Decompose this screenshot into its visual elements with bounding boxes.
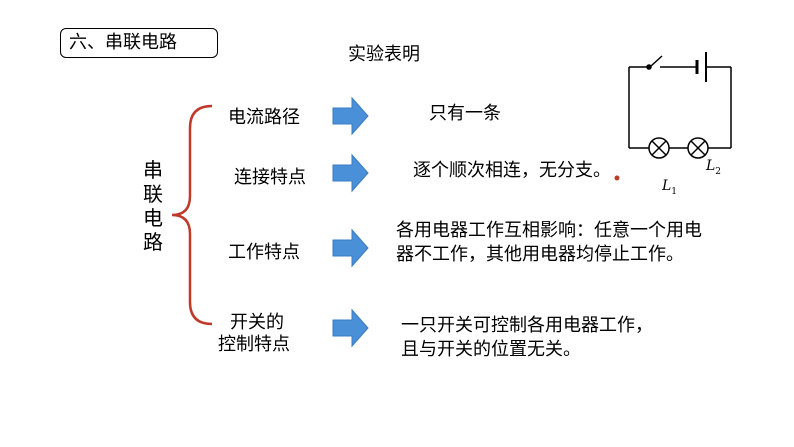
row-desc-current-path: 只有一条 <box>429 103 501 124</box>
arrow-1 <box>332 96 369 136</box>
arrow-3 <box>332 228 369 268</box>
lamp2-label: L2 <box>706 158 722 177</box>
row-desc-working-line1: 各用电器工作互相影响：任意一个用电 <box>396 220 702 241</box>
row-label-connection: 连接特点 <box>234 167 306 188</box>
row-desc-connection: 逐个顺次相连，无分支。 <box>413 160 611 181</box>
arrow-4 <box>332 308 369 348</box>
row-label-current-path: 电流路径 <box>228 107 300 128</box>
row-desc-switch-line2: 且与开关的位置无关。 <box>401 339 581 360</box>
arrow-2 <box>332 153 369 193</box>
red-dot <box>614 175 620 181</box>
lamp1-label: L1 <box>662 178 678 197</box>
section-title: 六、串联电路 <box>60 28 218 58</box>
circuit-diagram <box>628 52 732 159</box>
subtitle: 实验表明 <box>348 44 420 65</box>
row-desc-working-line2: 器不工作，其他用电器均停止工作。 <box>396 244 684 265</box>
row-label-switch-line1: 开关的 <box>230 312 284 333</box>
row-label-working: 工作特点 <box>228 242 300 263</box>
brace <box>171 104 213 326</box>
vertical-label: 串联电路 <box>143 158 163 254</box>
row-desc-switch-line1: 一只开关可控制各用电器工作， <box>401 315 653 336</box>
row-label-switch-line2: 控制特点 <box>218 334 290 355</box>
